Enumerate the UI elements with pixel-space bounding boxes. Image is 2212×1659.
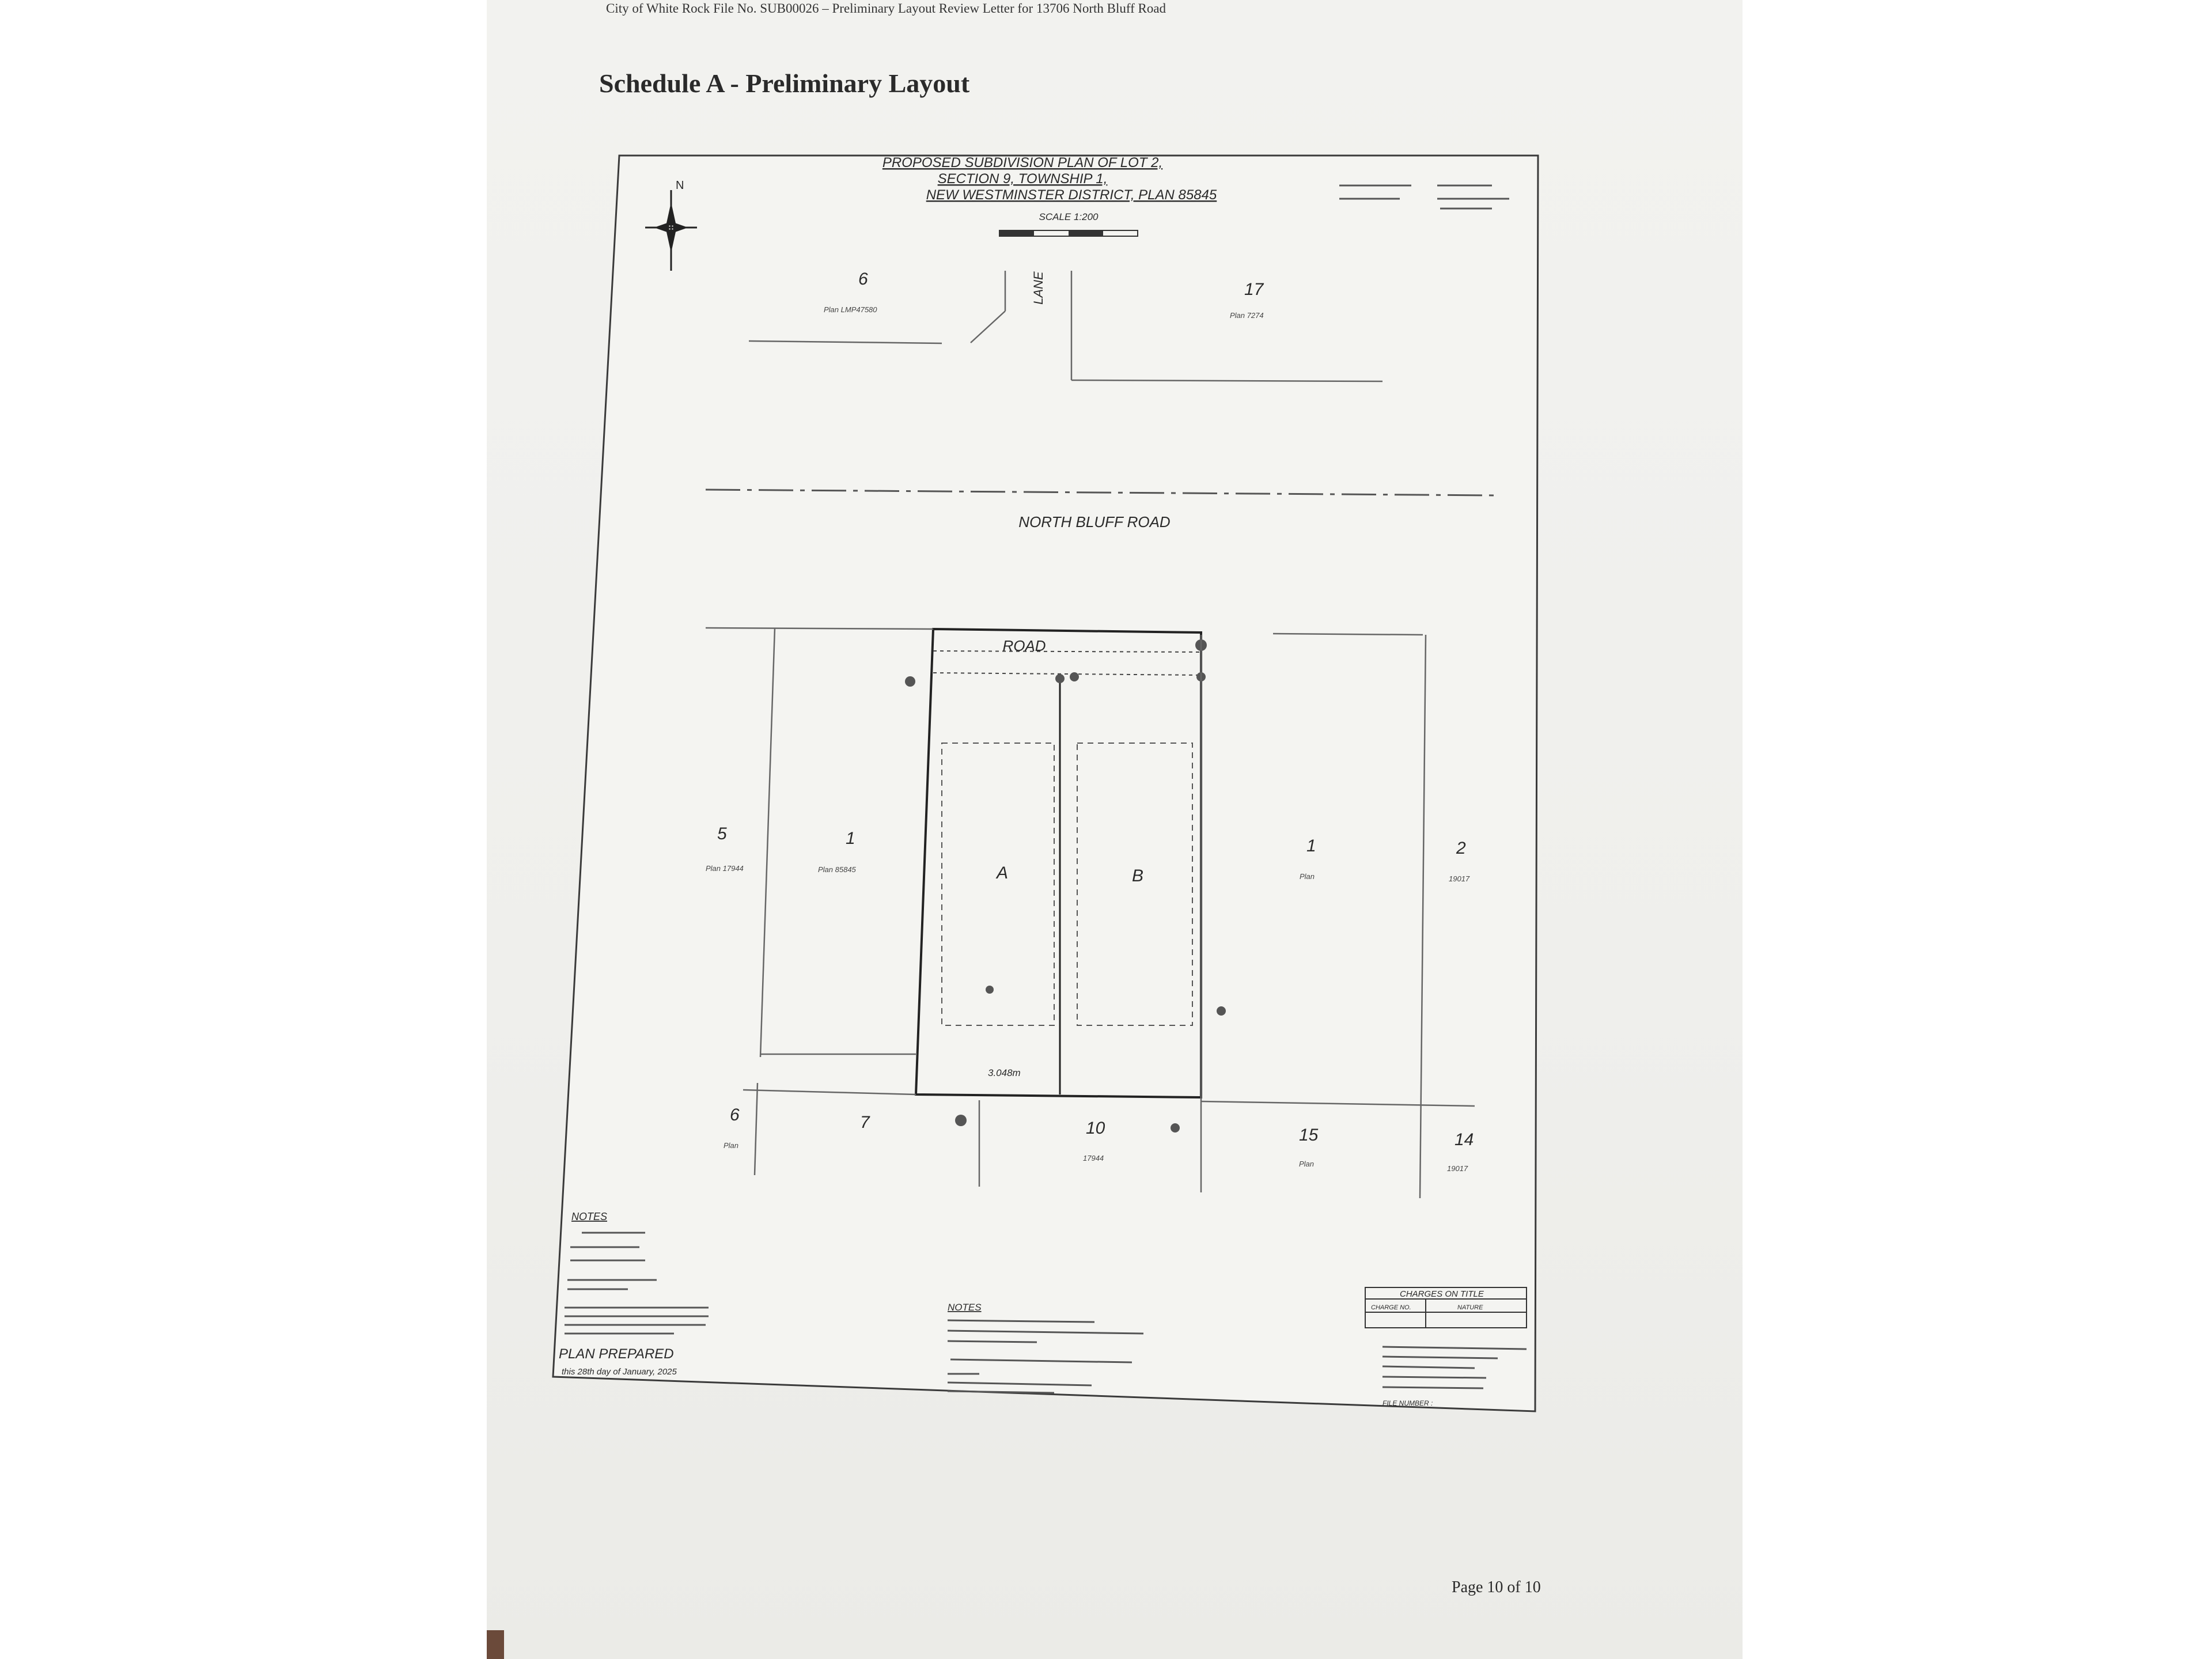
neighbour-lot-1-right: 1 [1306, 836, 1316, 855]
top-lot-lines [748, 271, 1383, 382]
charges-col-nature: NATURE [1457, 1304, 1483, 1311]
plan-title-line-3: NEW WESTMINSTER DISTRICT, PLAN 85845 [926, 187, 1217, 203]
notes-left-heading: NOTES [571, 1211, 607, 1222]
page-heading: Schedule A - Preliminary Layout [599, 69, 970, 98]
neighbour-lot-1-left-plan: Plan 85845 [818, 865, 857, 874]
legal-info-block [1339, 184, 1509, 210]
plan-frame [552, 154, 1539, 1412]
neighbour-lot-6-top-plan: Plan LMP47580 [824, 305, 877, 314]
plan-prepared-date: this 28th day of January, 2025 [562, 1367, 677, 1377]
neighbour-lot-17-plan: Plan 7274 [1230, 311, 1264, 320]
file-number-label: FILE NUMBER : [1382, 1399, 1433, 1407]
neighbour-lot-15: 15 [1299, 1126, 1319, 1145]
lot-b-label: B [1132, 866, 1143, 885]
neighbour-lot-2-plan: 19017 [1449, 874, 1470, 883]
neighbour-lot-5-plan: Plan 17944 [706, 864, 744, 873]
plan-title-line-2: SECTION 9, TOWNSHIP 1, [938, 171, 1108, 187]
plan-scale: SCALE 1:200 [1039, 211, 1099, 222]
north-label: N [676, 179, 684, 192]
notes-left-text-lines [565, 1232, 709, 1335]
charges-heading: CHARGES ON TITLE [1400, 1289, 1484, 1299]
neighbour-lot-17: 17 [1244, 280, 1264, 299]
north-arrow-icon [645, 190, 697, 271]
building-envelope-b [1077, 743, 1193, 1026]
lane-label: LANE [1031, 271, 1046, 305]
charges-col-charge-no: CHARGE NO. [1371, 1304, 1411, 1311]
neighbour-lot-2: 2 [1456, 839, 1466, 858]
road-dedication-label: ROAD [1002, 637, 1046, 654]
neighbour-lot-10-plan: 17944 [1083, 1154, 1104, 1162]
plan-prepared-label: PLAN PREPARED [559, 1346, 674, 1362]
rear-dimension: 3.048m [988, 1067, 1021, 1078]
table-surface [487, 1630, 504, 1659]
plan-title-line-1: PROPOSED SUBDIVISION PLAN OF LOT 2, [882, 155, 1162, 171]
neighbour-lot-10: 10 [1086, 1119, 1105, 1138]
lot-a-label: A [995, 863, 1008, 882]
neighbour-lot-14: 14 [1455, 1130, 1474, 1149]
charges-table: CHARGES ON TITLE CHARGE NO. NATURE [1365, 1287, 1527, 1328]
road-dedication-line [933, 650, 1202, 653]
neighbour-lot-14-plan: 19017 [1447, 1164, 1468, 1173]
neighbour-lot-7: 7 [860, 1113, 870, 1132]
neighbour-lot-1-left: 1 [846, 829, 855, 848]
tree-symbols [905, 639, 1226, 1132]
notes-center-text-lines [947, 1319, 1144, 1394]
neighbour-lot-6-bottom-plan: Plan [724, 1141, 738, 1150]
neighbour-lot-6-bottom: 6 [730, 1105, 740, 1124]
scale-bar [999, 230, 1138, 237]
neighbour-lot-1-right-plan: Plan [1300, 872, 1315, 881]
surveyor-info-lines [1382, 1346, 1527, 1389]
notes-center-heading: NOTES [948, 1302, 982, 1313]
road-name: NORTH BLUFF ROAD [1018, 513, 1170, 531]
page-header: City of White Rock File No. SUB00026 – P… [606, 1, 1166, 16]
neighbour-lot-15-plan: Plan [1299, 1160, 1314, 1168]
neighbour-lot-lines [705, 627, 1475, 1199]
setback-line-front [933, 672, 1202, 676]
neighbour-lot-5: 5 [717, 824, 727, 843]
road-centreline [705, 488, 1495, 497]
page-number: Page 10 of 10 [1452, 1578, 1541, 1596]
neighbour-lot-6-top: 6 [858, 270, 868, 289]
building-envelope-a [941, 743, 1055, 1026]
